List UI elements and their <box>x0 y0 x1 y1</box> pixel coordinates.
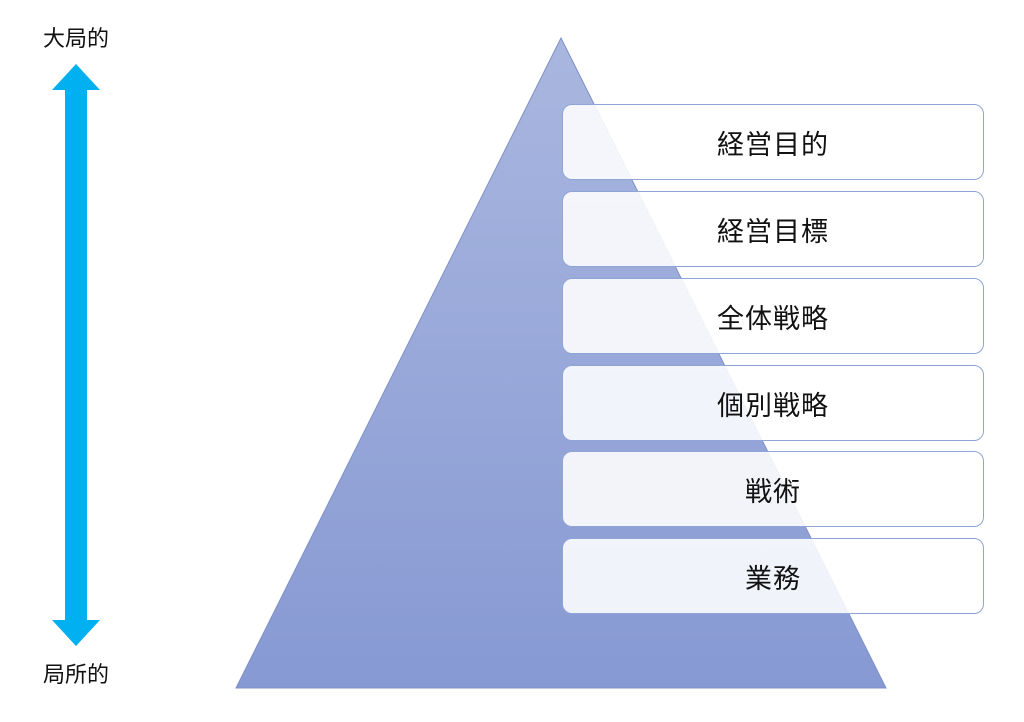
level-box-management-purpose: 経営目的 <box>562 104 984 180</box>
scale-top-label: 大局的 <box>42 27 109 52</box>
level-label: 経営目標 <box>717 216 829 248</box>
level-box-operations: 業務 <box>562 538 984 614</box>
scale-bottom-label: 局所的 <box>42 663 109 688</box>
level-box-overall-strategy: 全体戦略 <box>562 278 984 354</box>
level-box-tactics: 戦術 <box>562 451 984 527</box>
level-box-management-goal: 経営目標 <box>562 191 984 267</box>
level-box-individual-strategy: 個別戦略 <box>562 365 984 441</box>
level-label: 全体戦略 <box>717 303 829 335</box>
level-label: 業務 <box>745 563 801 595</box>
level-label: 個別戦略 <box>717 390 829 422</box>
double-arrow-icon <box>52 64 100 646</box>
double-arrow-shape <box>52 64 100 646</box>
level-label: 戦術 <box>745 476 801 508</box>
level-label: 経営目的 <box>717 129 829 161</box>
